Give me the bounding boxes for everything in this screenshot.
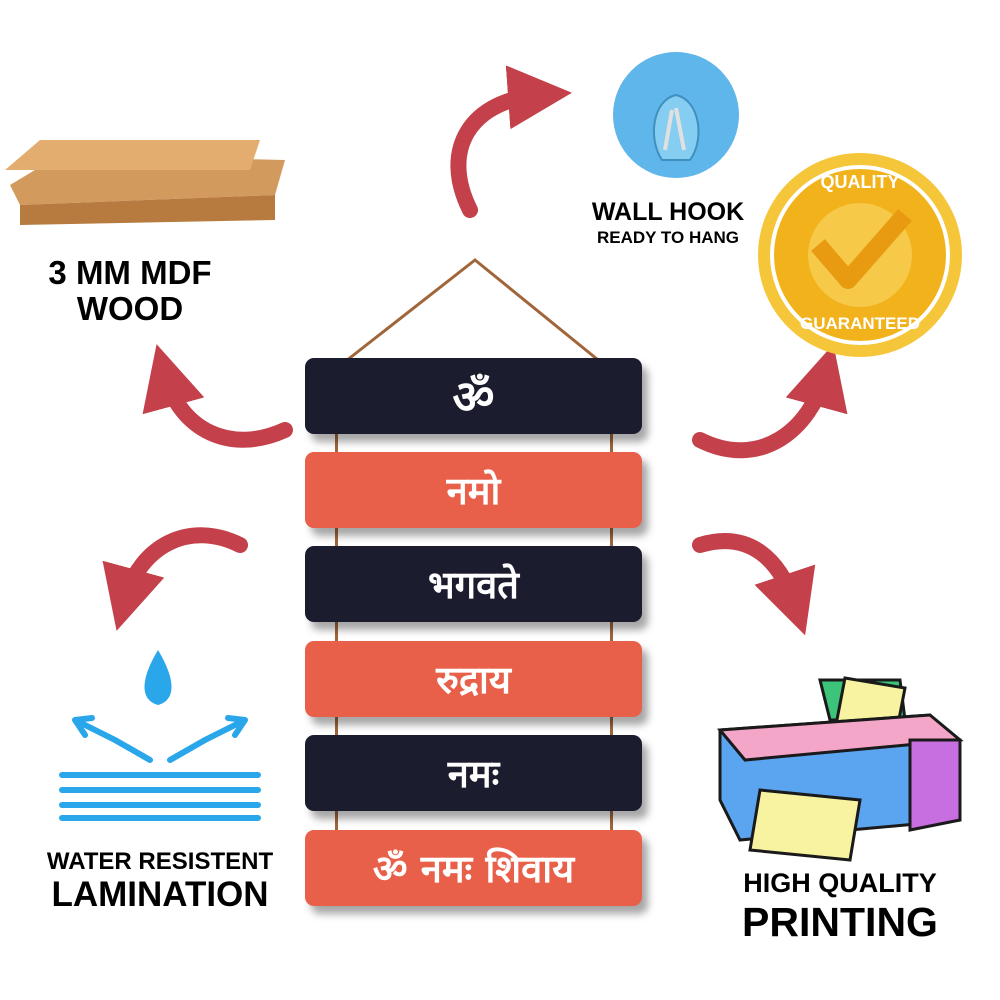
right-cord [610,430,613,840]
plank-rudraya: रुद्राय [305,641,642,717]
plank-namo: नमो [305,452,642,528]
plank-text: रुद्राय [436,658,511,702]
plank-text: ॐ नमः शिवाय [372,847,575,891]
arrow-to-printing [692,533,816,636]
badge-bottom-text: GUARANTEED [800,314,920,333]
plank-text: नमो [446,469,501,513]
wood-label-line1: 3 MM MDF [48,254,212,291]
hook-title: WALL HOOK [591,198,745,226]
arrow-to-water [102,527,248,631]
plank-text: भगवते [428,563,519,607]
wall-hook-icon [613,52,739,178]
plank-text: नमः [447,752,500,796]
arrow-to-hook [450,65,572,218]
arrow-to-quality [692,344,848,459]
plank-om-namah-shivaya: ॐ नमः शिवाय [305,830,642,906]
plank-text: ॐ [452,370,495,424]
wood-label-line2: WOOD [76,290,184,327]
hook-subtitle: READY TO HANG [596,228,740,247]
printing-label-line2: PRINTING [742,899,938,945]
arrow-to-wood [142,344,293,448]
water-lamination-icon [59,650,261,821]
quality-badge-icon [758,153,962,357]
printing-label-line1: HIGH QUALITY [743,868,937,898]
water-label-line1: WATER RESISTENT [46,848,274,875]
hanging-string [336,258,609,370]
badge-top-text: QUALITY [820,172,900,192]
wood-boards-icon [5,140,285,225]
plank-om: ॐ [305,358,642,434]
left-cord [335,430,338,840]
water-label-line2: LAMINATION [51,875,269,914]
plank-namah: नमः [305,735,642,811]
printer-icon [716,676,964,862]
plank-bhagavate: भगवते [305,546,642,622]
